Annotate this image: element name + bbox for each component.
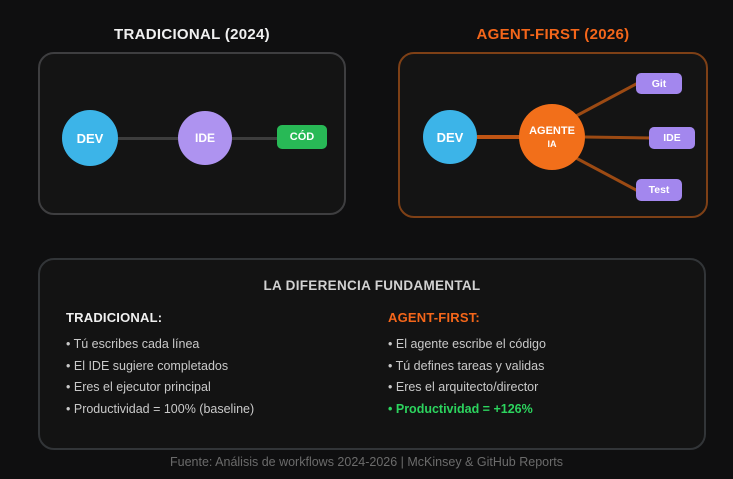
agent-first-bullet-list: El agente escribe el código Tú defines t… [388, 334, 688, 420]
productivity-highlight: Productividad = +126% [388, 399, 688, 421]
source-attribution: Fuente: Análisis de workflows 2024-2026 … [169, 455, 564, 469]
ide-node: IDE [178, 111, 232, 165]
comparison-title: LA DIFERENCIA FUNDAMENTAL [263, 278, 481, 293]
list-item: Productividad = 100% (baseline) [66, 399, 366, 421]
list-item: El IDE sugiere completados [66, 356, 366, 378]
agent-first-section-title: AGENT-FIRST (2026) [476, 26, 630, 43]
agent-first-column-heading: AGENT-FIRST: [388, 310, 480, 325]
connector-ide-cod [232, 137, 277, 140]
ai-agent-node: AGENTE IA [519, 104, 585, 170]
dev-node: DEV [62, 110, 118, 166]
traditional-column-heading: TRADICIONAL: [66, 310, 163, 325]
list-item: Eres el ejecutor principal [66, 377, 366, 399]
traditional-workflow-panel: DEV IDE CÓD [38, 52, 346, 215]
connector-agent-test [575, 156, 639, 193]
agent-first-workflow-panel: DEV AGENTE IA Git IDE Test [398, 52, 708, 218]
agent-connectors [477, 81, 652, 193]
agent-first-column: AGENT-FIRST: El agente escribe el código… [388, 310, 688, 420]
list-item: Eres el arquitecto/director [388, 377, 688, 399]
list-item: El agente escribe el código [388, 334, 688, 356]
ai-agent-label: AGENTE [529, 125, 575, 137]
test-node: Test [636, 179, 682, 201]
comparison-panel: LA DIFERENCIA FUNDAMENTAL TRADICIONAL: T… [38, 258, 706, 450]
connector-dev-ide [118, 137, 178, 140]
git-node: Git [636, 73, 682, 94]
traditional-section-title: TRADICIONAL (2024) [114, 26, 270, 43]
list-item: Tú defines tareas y validas [388, 356, 688, 378]
code-node: CÓD [277, 125, 327, 149]
connector-agent-git [575, 81, 639, 118]
list-item: Tú escribes cada línea [66, 334, 366, 356]
ai-agent-sublabel: IA [547, 139, 557, 149]
connector-agent-ide [584, 135, 652, 140]
dev-node: DEV [423, 110, 477, 164]
traditional-bullet-list: Tú escribes cada línea El IDE sugiere co… [66, 334, 366, 420]
ide-node: IDE [649, 127, 695, 149]
traditional-column: TRADICIONAL: Tú escribes cada línea El I… [66, 310, 366, 420]
